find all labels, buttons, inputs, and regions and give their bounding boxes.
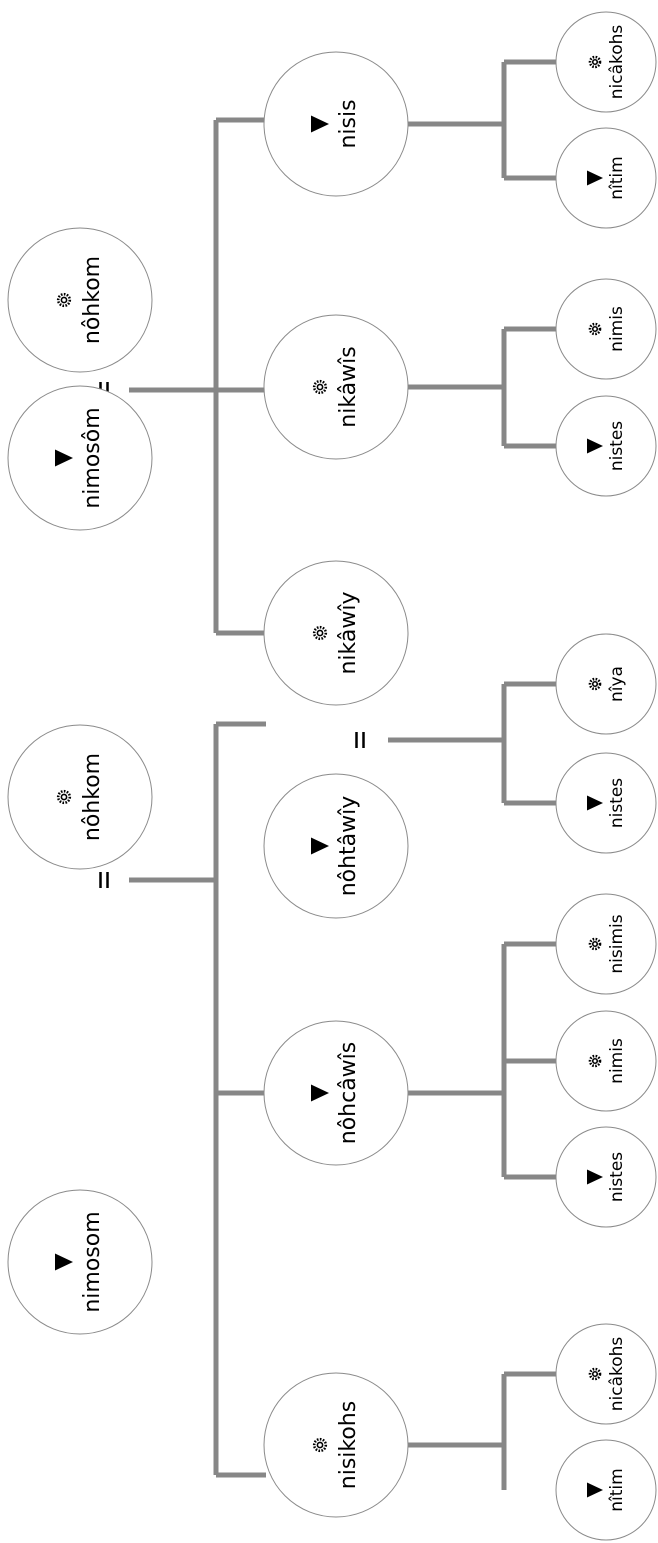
triangle-icon xyxy=(587,1169,603,1185)
flower-icon xyxy=(588,1367,602,1381)
person-circle xyxy=(263,51,409,197)
person-node: nikâwîs xyxy=(263,314,409,460)
person-node: nôhcâwîs xyxy=(263,1020,409,1166)
person-circle xyxy=(263,314,409,460)
person-node: nimis xyxy=(555,278,657,380)
person-circle xyxy=(555,633,657,735)
person-name: nikâwîy xyxy=(336,591,361,674)
person-name: nisis xyxy=(336,99,361,148)
triangle-icon xyxy=(311,115,329,133)
person-circle xyxy=(7,1189,153,1335)
person-node: nicâkohs xyxy=(555,1323,657,1425)
person-circle xyxy=(555,1010,657,1112)
person-node: nîtim xyxy=(555,1439,657,1541)
person-node: nistes xyxy=(555,752,657,854)
person-name: nimis xyxy=(607,1038,627,1084)
person-node: nisis xyxy=(263,51,409,197)
person-name: nimosôm xyxy=(80,407,105,508)
connector-lines xyxy=(129,59,556,1490)
person-circle xyxy=(555,127,657,229)
person-name: nîtim xyxy=(607,1468,627,1511)
person-circle xyxy=(555,1126,657,1228)
triangle-icon xyxy=(587,170,603,186)
person-node: nîtim xyxy=(555,127,657,229)
person-name: nicâkohs xyxy=(607,1337,627,1412)
triangle-icon xyxy=(587,795,603,811)
person-node: nimosôm xyxy=(7,385,153,531)
triangle-icon xyxy=(587,1482,603,1498)
person-name: nôhtâwîy xyxy=(336,796,361,897)
triangle-icon xyxy=(55,1253,73,1271)
flower-icon xyxy=(588,1054,602,1068)
person-name: nôhkom xyxy=(80,256,105,344)
flower-icon xyxy=(588,322,602,336)
person-circle xyxy=(555,278,657,380)
person-node: nikâwîy xyxy=(263,560,409,706)
person-name: nistes xyxy=(607,1152,627,1202)
flower-icon xyxy=(588,677,602,691)
person-node: nôhkom xyxy=(7,724,153,870)
person-name: nisikohs xyxy=(336,1401,361,1489)
person-name: nîtim xyxy=(607,156,627,199)
person-circle xyxy=(263,1020,409,1166)
person-circle xyxy=(555,395,657,497)
person-node: nôhkom xyxy=(7,227,153,373)
person-node: nicâkohs xyxy=(555,11,657,113)
person-name: nikâwîs xyxy=(336,346,361,427)
triangle-icon xyxy=(311,1084,329,1102)
person-circle xyxy=(555,1323,657,1425)
person-circle xyxy=(263,773,409,919)
person-node: nîya xyxy=(555,633,657,735)
person-name: nîya xyxy=(607,666,627,702)
person-circle xyxy=(7,227,153,373)
person-node: nisimis xyxy=(555,893,657,995)
person-circle xyxy=(555,11,657,113)
person-name: nistes xyxy=(607,421,627,471)
triangle-icon xyxy=(55,449,73,467)
person-circle xyxy=(555,1439,657,1541)
flower-icon xyxy=(312,379,328,395)
flower-icon xyxy=(588,55,602,69)
triangle-icon xyxy=(587,438,603,454)
person-circle xyxy=(555,893,657,995)
person-circle xyxy=(7,724,153,870)
person-node: nimosom xyxy=(7,1189,153,1335)
flower-icon xyxy=(312,625,328,641)
triangle-icon xyxy=(311,837,329,855)
person-circle xyxy=(263,1372,409,1518)
person-node: nôhtâwîy xyxy=(263,773,409,919)
person-node: nistes xyxy=(555,1126,657,1228)
flower-icon xyxy=(312,1437,328,1453)
person-circle xyxy=(263,560,409,706)
person-name: nisimis xyxy=(607,914,627,973)
person-name: nimosom xyxy=(80,1211,105,1312)
person-nodes: nimosom nôhkom nimosôm nôhkom nisikohs nôhcâw… xyxy=(7,11,657,1541)
marriage-sign xyxy=(99,872,109,888)
flower-icon xyxy=(588,937,602,951)
person-circle xyxy=(555,752,657,854)
person-name: nicâkohs xyxy=(607,25,627,100)
person-name: nôhkom xyxy=(80,753,105,841)
marriage-sign xyxy=(355,732,365,748)
person-name: nimis xyxy=(607,306,627,352)
person-name: nôhcâwîs xyxy=(336,1042,361,1145)
person-name: nistes xyxy=(607,778,627,828)
person-node: nistes xyxy=(555,395,657,497)
person-circle xyxy=(7,385,153,531)
flower-icon xyxy=(56,789,72,805)
person-node: nimis xyxy=(555,1010,657,1112)
person-node: nisikohs xyxy=(263,1372,409,1518)
flower-icon xyxy=(56,292,72,308)
